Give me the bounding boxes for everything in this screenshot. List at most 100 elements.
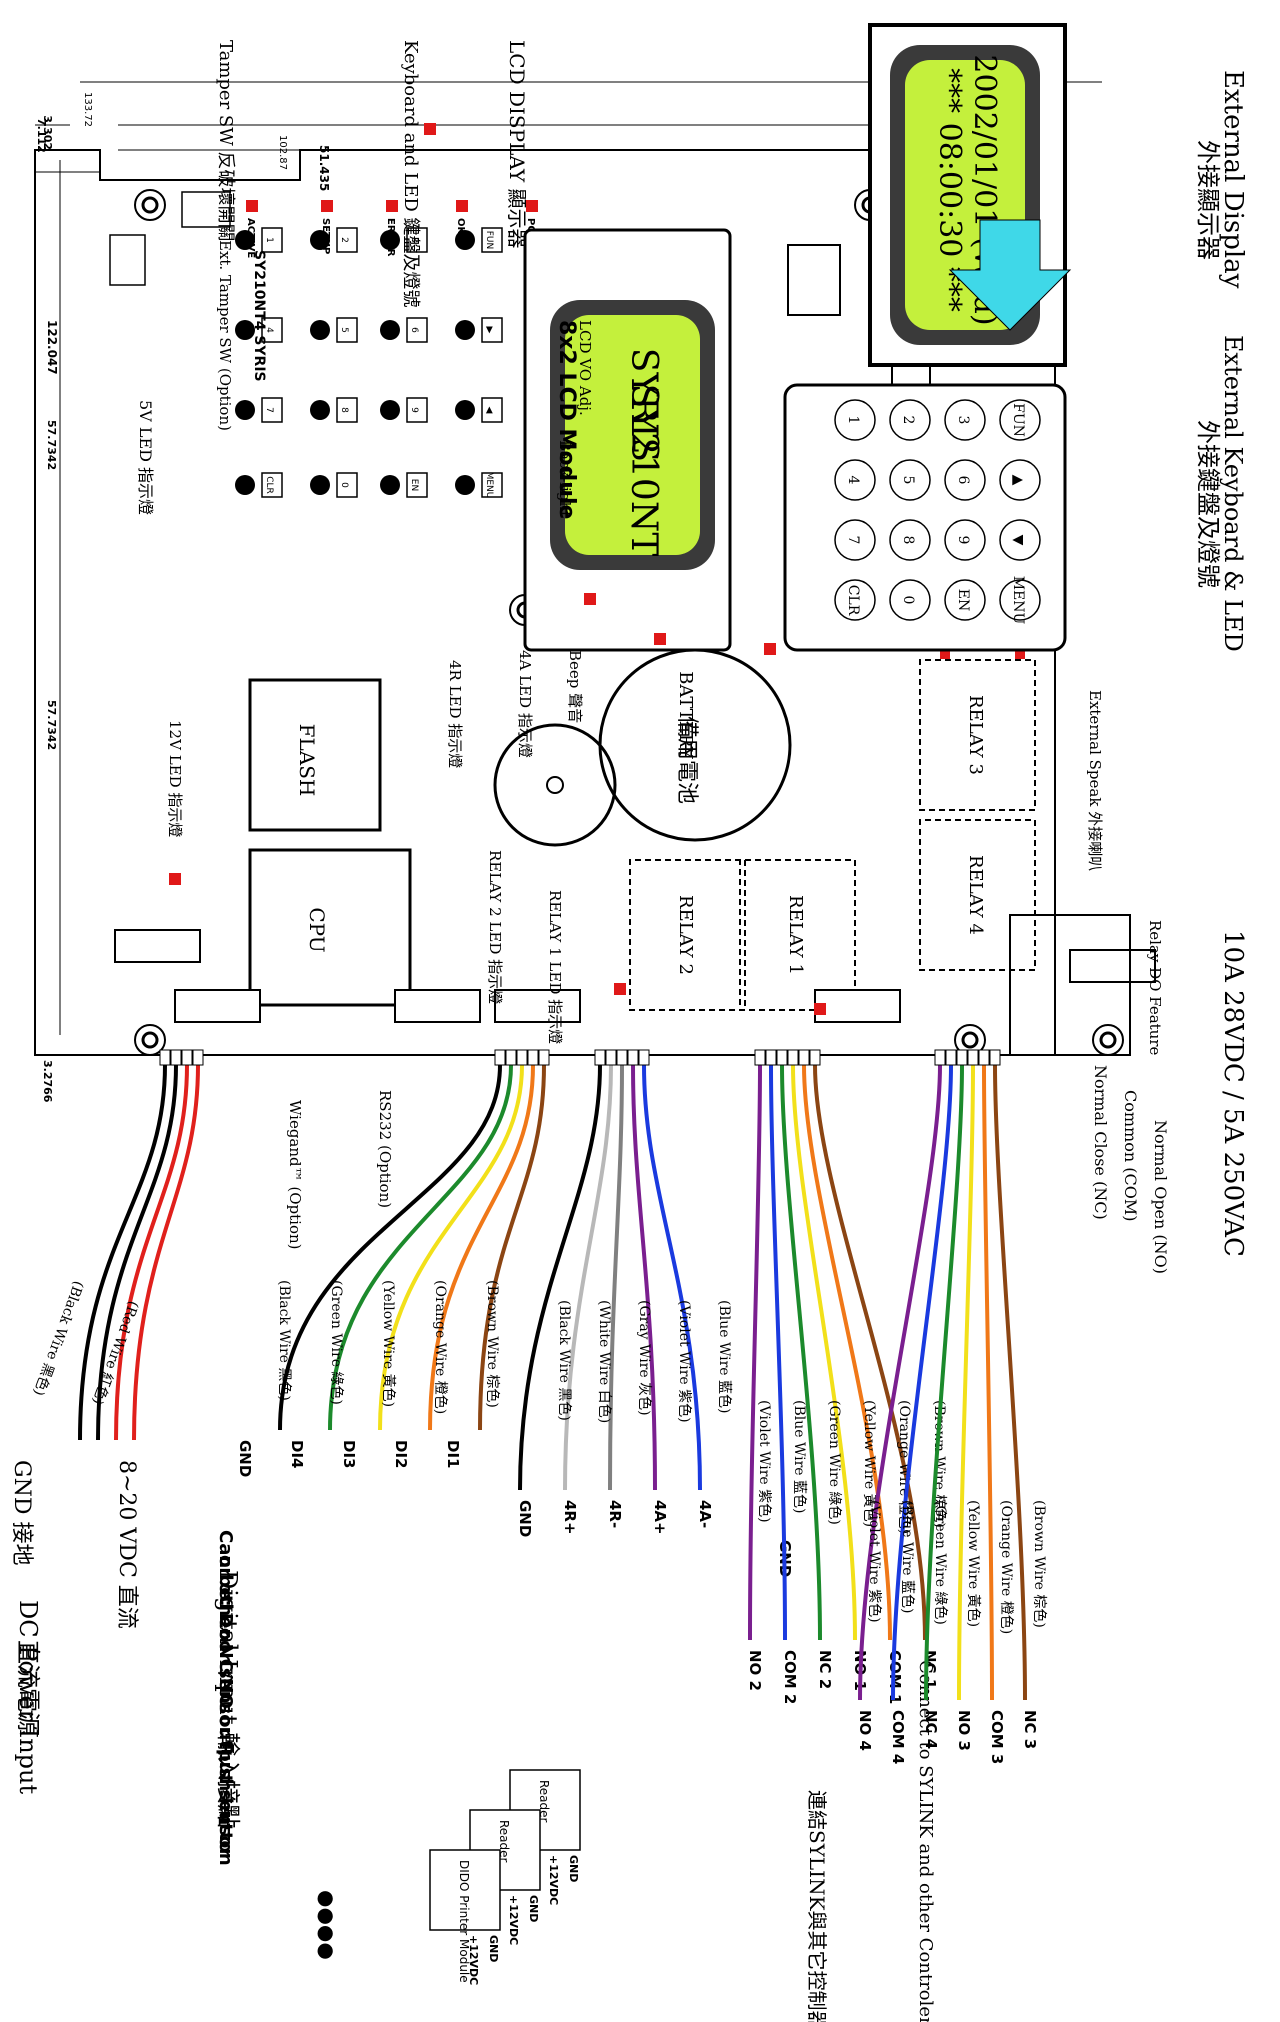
callout-ext-speak: External Speak 外接喇叭 [1086, 690, 1104, 871]
ext-key-label: FUN [1010, 403, 1026, 437]
di-note2: or other NC/NO output sensor [215, 1555, 236, 1857]
onboard-key-label: EN [409, 479, 419, 491]
power-pin [170, 1049, 182, 1066]
di-wire [428, 1064, 535, 1431]
ext-key-label: 4 [845, 476, 861, 485]
mounting-hole [134, 1024, 166, 1056]
onboard-key [261, 397, 283, 423]
ext-key [889, 579, 931, 621]
lcd-module-caption: 8x2 LCD Module [554, 320, 579, 519]
onboard-key-label: 6 [409, 327, 419, 333]
ext-key-label: 2 [900, 416, 916, 425]
buzzer [493, 723, 617, 847]
ext-key [834, 459, 876, 501]
mounting-hole-inner [1099, 1031, 1117, 1049]
onboard-key-label: 7 [264, 407, 274, 413]
sylink-wire-label: (Blue Wire 藍色) [716, 1300, 733, 1414]
ext-key-label: 8 [900, 536, 916, 545]
module-pin: GND [527, 1895, 540, 1922]
relay-label: RELAY 1 [785, 895, 806, 975]
relay34-wire [891, 1064, 953, 1701]
lcd-module-text: SY210NT [623, 384, 664, 557]
status-led-label: ACTIVE [245, 218, 256, 258]
callout-ext-tamper: Ext. Tamper SW (Option) [216, 240, 234, 431]
lcd-module-screen [565, 315, 700, 555]
ext-key-label: CLR [845, 585, 861, 616]
status-led [246, 200, 258, 212]
module-ellipsis: ●●●● [315, 1890, 339, 1960]
board-terminal [814, 989, 901, 1023]
sylink-terminal: 4A+ [651, 1500, 669, 1535]
power-pin [159, 1049, 171, 1066]
sylink-wire [642, 1064, 702, 1491]
relay34-wire [957, 1064, 975, 1701]
relay34-wire [993, 1064, 1027, 1701]
onboard-key-label: FUN [484, 231, 494, 250]
ext-key [889, 399, 931, 441]
ext-display-title-zh: 外接顯示器 [1194, 140, 1222, 260]
ext-display-arrow [948, 219, 1072, 331]
sylink-wire [518, 1064, 602, 1491]
onboard-key [406, 317, 428, 343]
dc-power-label-zh: 直流電源 [14, 1640, 42, 1736]
onboard-key-label: 1 [264, 237, 274, 243]
dimension-label: 133.72 [82, 92, 93, 127]
relay12-pin [754, 1049, 766, 1066]
relay12-pin [787, 1049, 799, 1066]
ext-key [944, 459, 986, 501]
onboard-key [261, 227, 283, 253]
relay12-terminal: NO 2 [746, 1650, 764, 1691]
relay12-pin [776, 1049, 788, 1066]
relay34-wire-label: (Brown Wire 棕色) [1031, 1500, 1048, 1628]
onboard-key-dot [455, 320, 475, 340]
relay34-wire [858, 1064, 942, 1701]
power-wire [96, 1064, 178, 1441]
di-title: Digital Input 輸入接點 [214, 1570, 242, 1828]
mounting-hole-inner [141, 1031, 159, 1049]
di-pin [527, 1049, 539, 1066]
mounting-hole-inner [141, 196, 159, 214]
onboard-key-label: ◀ [484, 407, 494, 414]
dc-power-label: DC Power Input [14, 1600, 42, 1794]
relay12-terminal: NC 1 [921, 1650, 939, 1689]
onboard-key-dot [235, 230, 255, 250]
dimension-label: 122.047 [45, 320, 59, 375]
di-wire-label: (Brown Wire 棕色) [484, 1280, 501, 1408]
relay12-wire [769, 1064, 787, 1641]
relay-label: RELAY 3 [965, 695, 986, 775]
lcd-header [787, 244, 841, 316]
di-wire [328, 1064, 513, 1431]
board-led [169, 873, 181, 885]
onboard-key-dot [380, 400, 400, 420]
onboard-key-label: ▶ [484, 327, 494, 334]
onboard-key-label: 4 [264, 327, 274, 333]
relay12-pin [798, 1049, 810, 1066]
di-wire [478, 1064, 546, 1431]
di-wire [378, 1064, 524, 1431]
ext-key [889, 519, 931, 561]
di-pin [505, 1049, 517, 1066]
onboard-key-dot [380, 230, 400, 250]
di-wire-label: (Green Wire 綠色) [328, 1280, 345, 1405]
status-led-label: OK [455, 218, 466, 236]
ext-key [834, 399, 876, 441]
ext-key-label: ▼ [1010, 535, 1026, 546]
di-terminal: DI2 [392, 1440, 410, 1468]
sylink-pin [616, 1049, 628, 1066]
battery-label: BATTERY [675, 671, 696, 760]
module-pin: +12VDC [507, 1895, 520, 1945]
ext-key [999, 579, 1041, 621]
ext-key-label: 5 [900, 476, 916, 485]
onboard-key-dot [235, 320, 255, 340]
ext-keyboard-title-zh: 外接鍵盤及燈號 [1194, 420, 1222, 588]
relay12-wire-label: (Blue Wire 藍色) [791, 1400, 808, 1514]
onboard-key-dot [310, 320, 330, 340]
onboard-key-label: 2 [339, 237, 349, 243]
relay34-terminal: NC 3 [1021, 1710, 1039, 1749]
sylink-wire-label: (White Wire 白色) [596, 1300, 613, 1423]
sylink-wire-label: (Gray Wire 灰色) [636, 1300, 653, 1416]
flash-chip [248, 678, 382, 832]
di-wire [278, 1064, 502, 1431]
callout-12v-led: 12V LED 指示燈 [166, 720, 184, 837]
